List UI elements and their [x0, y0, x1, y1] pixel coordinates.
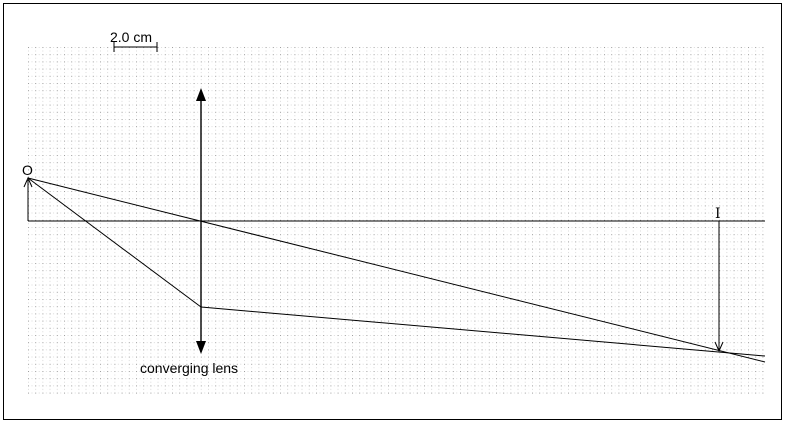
image-arrow: [714, 221, 724, 353]
ray-through-centre: [27, 177, 766, 363]
object-label: O: [22, 162, 33, 178]
image-label: I: [715, 206, 721, 222]
scale-bar-label: 2.0 cm: [110, 29, 152, 45]
ray-refracted: [200, 306, 766, 357]
rays: [27, 177, 766, 363]
scale-bar: 2.0 cm: [110, 29, 158, 52]
ray-to-lens: [27, 177, 202, 308]
lens-label: converging lens: [140, 360, 238, 376]
